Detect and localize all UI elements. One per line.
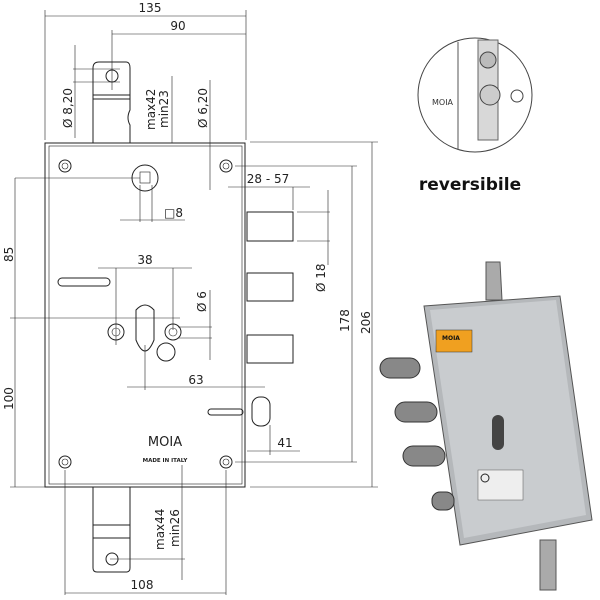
reversible-inset: MOIA [417,37,533,153]
dim-135: 135 [139,1,162,15]
dim-bottom-min: min26 [168,509,182,547]
dim-top-min: min23 [157,90,171,128]
dim-90: 90 [170,19,185,33]
dim-top-max: max42 [144,89,158,130]
dim-178: 178 [338,309,352,332]
dim-63: 63 [188,373,203,387]
dim-38: 38 [137,253,152,267]
dim-bottom-max: max44 [153,509,167,550]
dimension-lines [10,10,378,595]
lock-body [44,142,246,488]
dim-hole-6-20: Ø 6,20 [196,88,210,128]
dim-206: 206 [359,311,373,334]
reversibile-caption: reversibile [419,175,521,195]
inset-label: MOIA [432,98,454,107]
lock-photo: MOIA [379,261,593,591]
dim-spindle: □8 [164,206,183,220]
dim-cylinder-hole: Ø 6 [195,291,209,312]
dim-100: 100 [2,387,16,410]
dim-108: 108 [131,578,154,592]
top-plate [92,61,131,143]
photo-label: MOIA [442,335,460,342]
made-in-italy: MADE IN ITALY [143,458,189,464]
dim-41: 41 [277,436,292,450]
brand-moia: MOIA [148,435,182,450]
dim-28-57: 28 - 57 [247,172,290,186]
dim-bolt-diameter: Ø 18 [314,263,328,292]
dim-hole-8-20: Ø 8,20 [61,88,75,128]
bolts [246,211,294,427]
dim-85: 85 [2,247,16,262]
